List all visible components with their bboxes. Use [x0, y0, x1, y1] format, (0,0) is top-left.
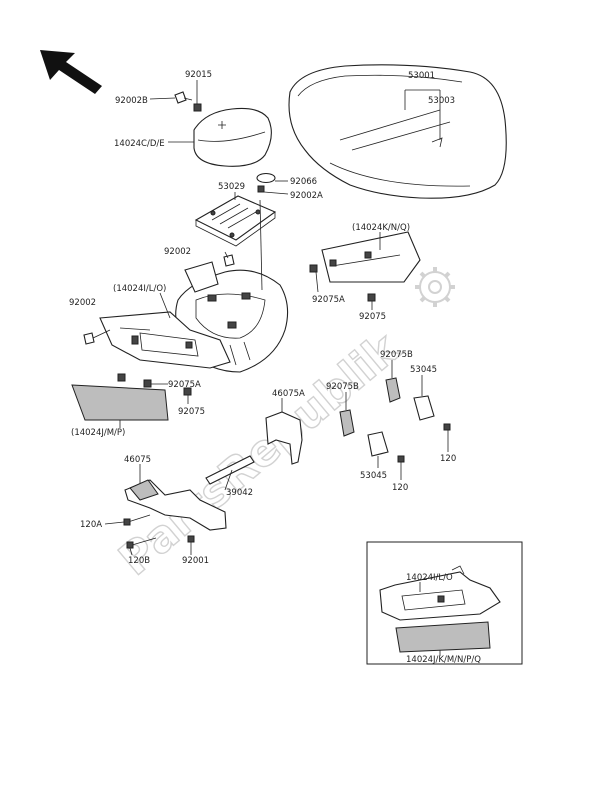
bolt-92002-left: [83, 332, 95, 345]
hook-46075A: [265, 411, 303, 465]
label-14024CDE: 14024C/D/E: [114, 139, 165, 149]
label-92002A: 92002A: [290, 191, 323, 201]
gear-icon: [415, 267, 455, 307]
leader-lines: [104, 80, 449, 556]
lock-parts: [367, 395, 451, 463]
label-46075: 46075: [124, 455, 151, 465]
label-53029: 53029: [218, 182, 245, 192]
label-120A: 120A: [80, 520, 102, 530]
nut-92075A-left: [117, 373, 126, 382]
label-92075-right: 92075: [359, 312, 386, 322]
damper-92075B-mid: [339, 409, 355, 437]
grommet-92066: [256, 172, 276, 193]
nut-92075-right: [367, 293, 376, 302]
bracket-46075: [123, 479, 227, 549]
label-92015: 92015: [185, 70, 212, 80]
front-direction-arrow-icon: [40, 50, 102, 94]
inset-detail: [366, 541, 523, 665]
label-92066: 92066: [290, 177, 317, 187]
label-46075A: 46075A: [272, 389, 305, 399]
seat-main: [288, 64, 507, 199]
bolt-92002B: [174, 91, 193, 104]
bracket-53029: [194, 195, 277, 247]
label-14024KNQ: (14024K/N/Q): [352, 223, 410, 233]
label-53045-top: 53045: [410, 365, 437, 375]
rubber-dampers: [339, 377, 401, 437]
nut-92015: [193, 103, 202, 112]
screw-120-mid: [397, 455, 405, 463]
screw-120-right: [443, 423, 451, 431]
side-cover-left: [99, 311, 231, 369]
label-53045-mid: 53045: [360, 471, 387, 481]
nut-92075A-left-2: [143, 379, 152, 388]
lock-53045-mid: [367, 431, 389, 457]
seat-cowl: [193, 107, 272, 167]
label-39042: 39042: [226, 488, 253, 498]
nut-92075A-right: [309, 264, 318, 273]
trim-strip-left: [71, 384, 169, 421]
label-14024ILO: (14024I/L/O): [113, 284, 166, 294]
label-inset-top: 14024I/L/O: [406, 573, 453, 583]
label-92075-left: 92075: [178, 407, 205, 417]
label-92075B-top: 92075B: [380, 350, 413, 360]
label-92075B-mid: 92075B: [326, 382, 359, 392]
label-92002-left: 92002: [69, 298, 96, 308]
label-120-right: 120: [440, 454, 456, 464]
label-92001: 92001: [182, 556, 209, 566]
damper-92075B-top: [385, 377, 401, 403]
label-inset-bottom: 14024J/K/M/N/P/Q: [406, 655, 481, 665]
label-14024JMP: (14024J/M/P): [71, 428, 125, 438]
label-92075A-left: 92075A: [168, 380, 201, 390]
lock-53045-top: [413, 395, 435, 421]
rod-39042: [205, 455, 255, 485]
label-53001: 53001: [408, 71, 435, 81]
label-120-mid: 120: [392, 483, 408, 493]
label-120B: 120B: [128, 556, 150, 566]
label-53003: 53003: [428, 96, 455, 106]
part-labels: 92015 92002B 14024C/D/E 53001 53003 9206…: [69, 70, 481, 665]
bolt-92002-mid: [223, 254, 235, 267]
label-92002B: 92002B: [115, 96, 148, 106]
label-92075A-right: 92075A: [312, 295, 345, 305]
side-cover-right: [321, 231, 421, 283]
nut-92075-left: [183, 387, 192, 396]
label-92002-mid: 92002: [164, 247, 191, 257]
fasteners: [83, 254, 376, 396]
